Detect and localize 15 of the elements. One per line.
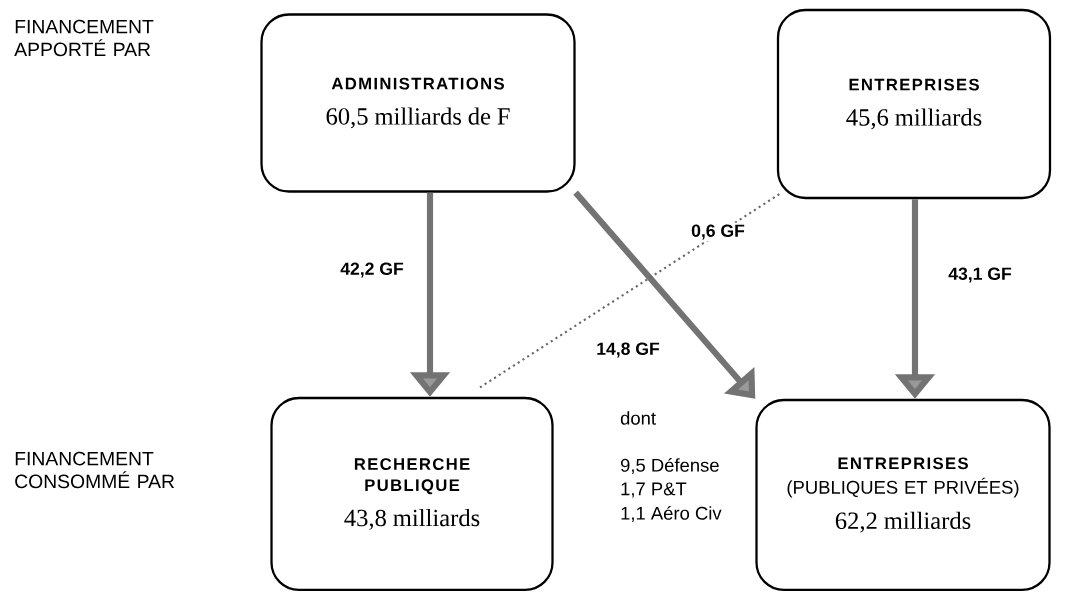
rounded-box: ENTREPRISES (PUBLIQUES ET PRIVÉES) 62,2 milliards — [755, 398, 1051, 592]
rounded-box: RECHERCHE PUBLIQUE 43,8 milliards — [270, 396, 554, 592]
note-text: 1,1 Aéro Civ — [621, 506, 722, 522]
edge-label: 14,8 GF — [594, 340, 662, 360]
row-label: FINANCEMENT APPORTÉ PAR — [14, 19, 154, 57]
note-text: 9,5 Défense — [620, 458, 719, 474]
edge-label: 43,1 GF — [946, 265, 1014, 285]
note-text: 1,7 P&T — [621, 482, 687, 498]
edge-label: 0,6 GF — [689, 222, 747, 242]
arrow — [573, 190, 756, 399]
rounded-box: ADMINISTRATIONS 60,5 milliards de F — [260, 13, 576, 193]
edge-label: 42,2 GF — [338, 260, 406, 280]
row-label: FINANCEMENT CONSOMMÉ PAR — [15, 451, 175, 489]
rounded-box: ENTREPRISES 45,6 milliards — [776, 8, 1052, 200]
note-text: dont — [620, 411, 656, 425]
